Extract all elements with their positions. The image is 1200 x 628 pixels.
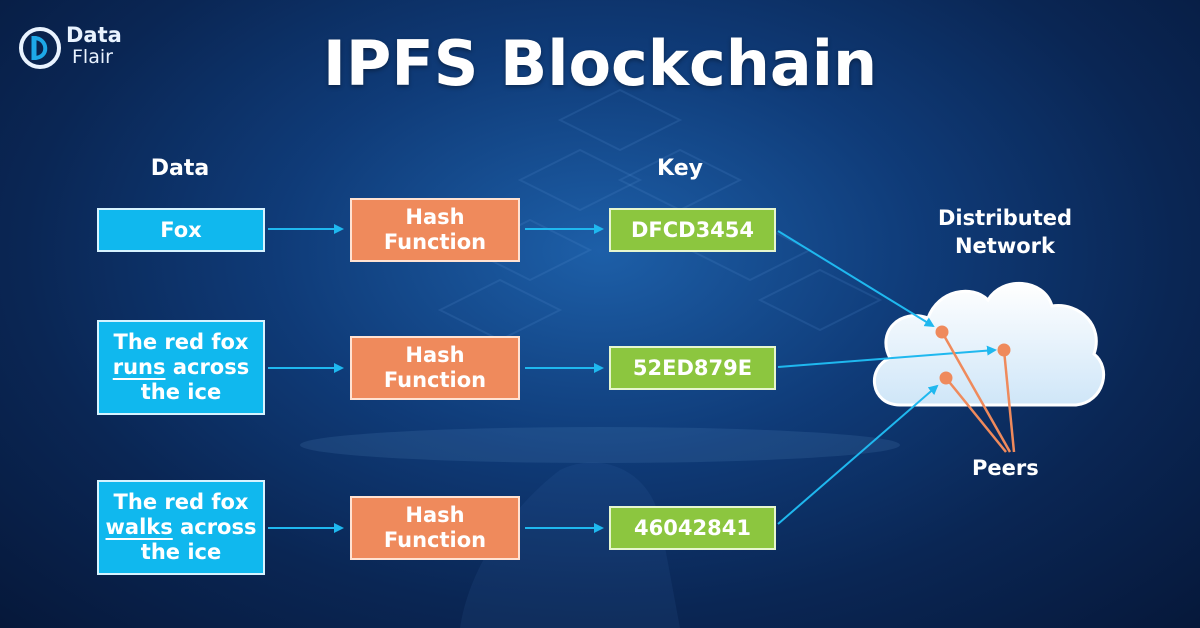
logo-text-flair: Flair [72, 46, 113, 68]
distributed-network-label: Distributed Network [937, 206, 1073, 258]
dataflair-logo-icon [19, 27, 61, 69]
hash-function-box-1: Hash Function [350, 198, 520, 262]
data-box-3: The red fox walks across the ice [97, 480, 265, 575]
key-value-1: DFCD3454 [630, 217, 755, 242]
data-text-2-underlined: runs [112, 355, 166, 379]
data-column-header: Data [150, 156, 210, 181]
key-box-1: DFCD3454 [609, 208, 776, 252]
key-box-3: 46042841 [609, 506, 776, 550]
key-value-2: 52ED879E [632, 355, 753, 380]
data-box-1: Fox [97, 208, 265, 252]
data-text-2-pre: The red fox [113, 330, 249, 354]
hash-function-label-3: Hash Function [383, 503, 487, 552]
key-column-header: Key [657, 156, 703, 181]
hash-function-label-2: Hash Function [383, 343, 487, 392]
data-text-3-underlined: walks [105, 515, 173, 539]
peers-label: Peers [972, 456, 1039, 480]
data-text-1: Fox [160, 217, 202, 242]
hash-function-box-3: Hash Function [350, 496, 520, 560]
logo-text-data: Data [66, 23, 122, 47]
key-box-2: 52ED879E [609, 346, 776, 390]
key-value-3: 46042841 [634, 515, 751, 540]
data-text-3-pre: The red fox [113, 490, 249, 514]
hash-function-box-2: Hash Function [350, 336, 520, 400]
data-text-2-post: across the ice [140, 355, 250, 404]
dataflair-logo: Data Flair [18, 22, 138, 72]
data-text-3-post: across the ice [140, 515, 257, 564]
page-title: IPFS Blockchain [322, 27, 878, 100]
hash-function-label-1: Hash Function [383, 205, 487, 254]
data-box-2: The red fox runs across the ice [97, 320, 265, 415]
